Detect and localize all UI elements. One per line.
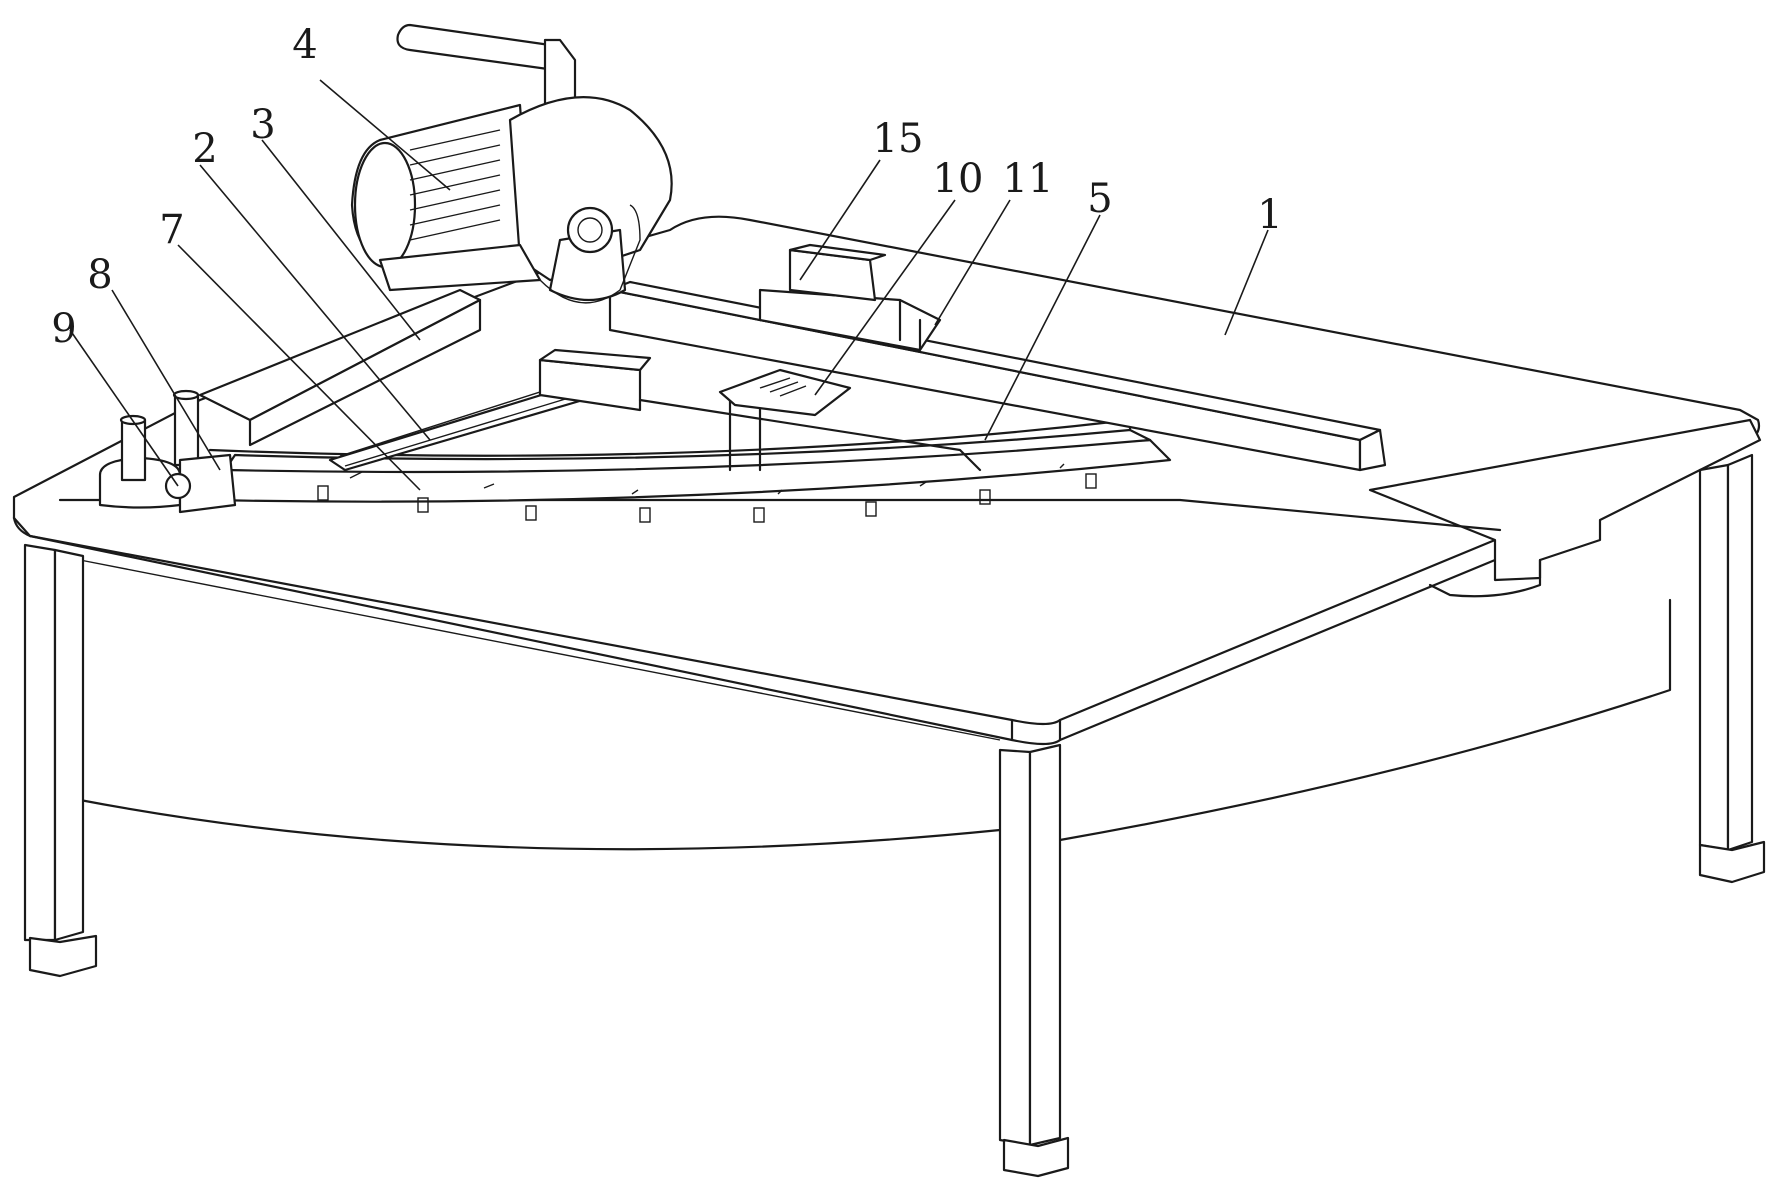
label-7: 7: [159, 207, 184, 253]
label-3: 3: [250, 102, 275, 148]
label-8: 8: [87, 252, 112, 298]
label-10: 10: [933, 156, 984, 202]
label-4: 4: [292, 22, 317, 68]
leader-lines: [69, 79, 1269, 491]
angle-pillars: [98, 389, 237, 514]
saw-head: [350, 23, 673, 304]
reference-numerals: 1 2 3 4 5 7 8 9 10 11 15: [51, 22, 1282, 352]
label-1: 1: [1257, 192, 1282, 238]
table-legs: [23, 453, 1766, 1178]
curved-scale-track: [58, 418, 1502, 532]
rail-assembly: [198, 288, 602, 472]
label-5: 5: [1087, 176, 1112, 222]
table-apron: [78, 558, 1672, 851]
slider-plate: [718, 368, 852, 417]
label-9: 9: [51, 306, 76, 352]
label-11: 11: [1003, 156, 1054, 202]
label-15: 15: [873, 116, 924, 162]
label-2: 2: [192, 126, 217, 172]
